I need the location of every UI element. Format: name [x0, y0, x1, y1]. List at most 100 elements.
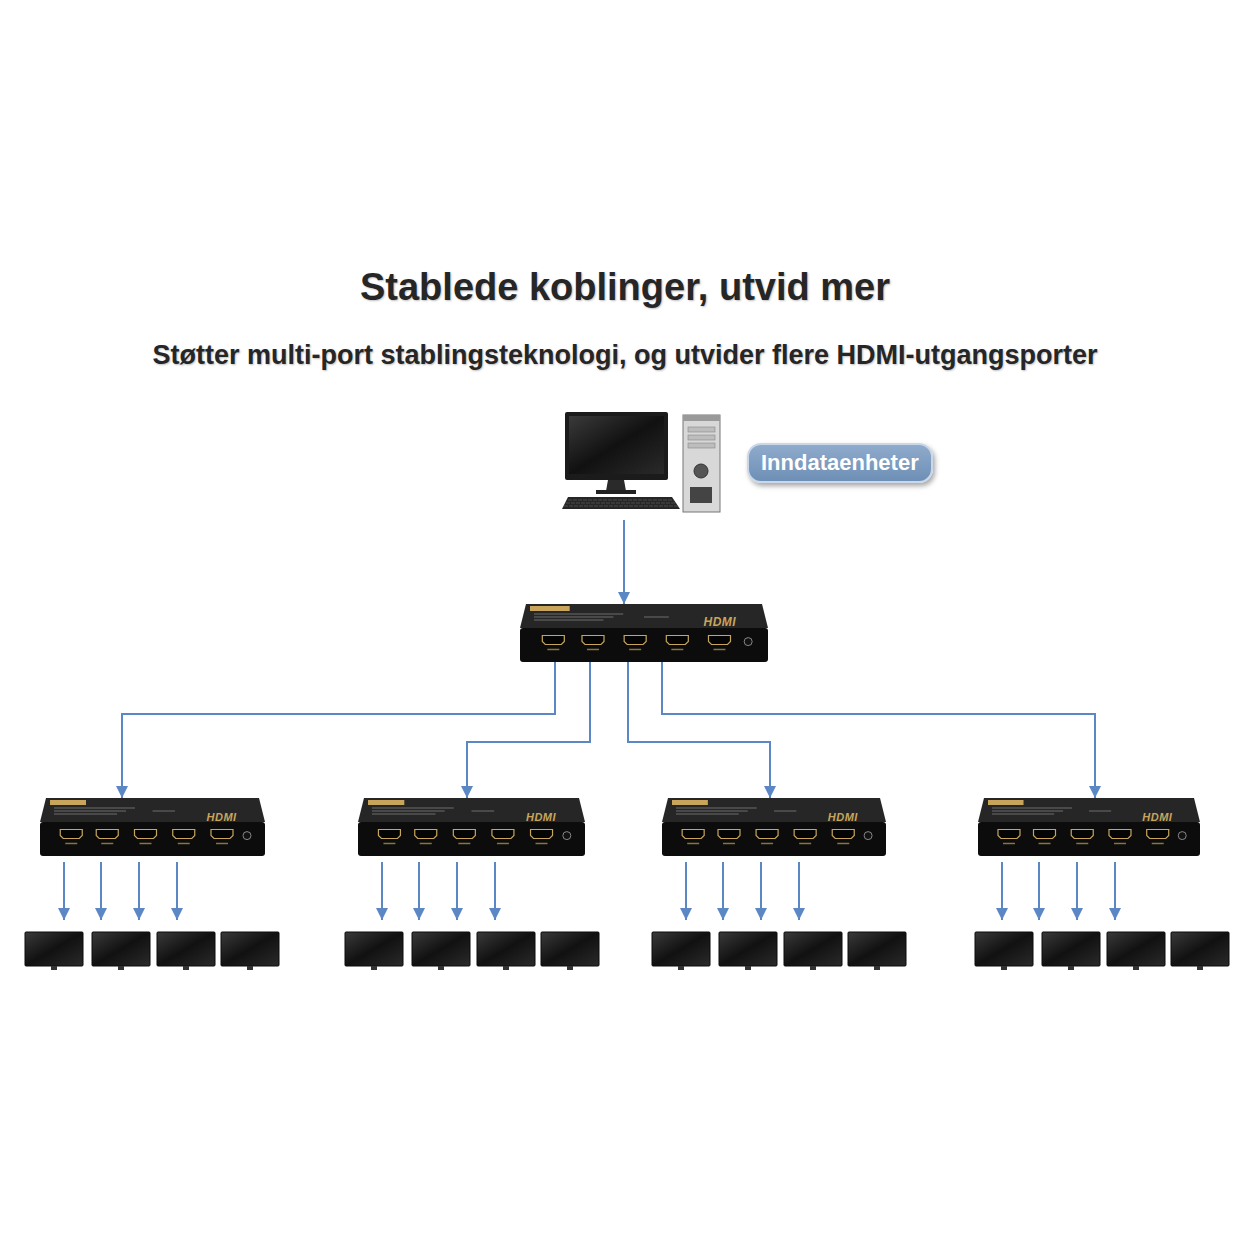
switch-top — [978, 798, 1200, 822]
key-row — [564, 506, 678, 507]
output-arrow — [722, 862, 724, 920]
drive-bay — [688, 427, 715, 432]
print-line — [1089, 811, 1111, 812]
hdmi-port — [1071, 829, 1093, 838]
display-monitor — [412, 932, 470, 966]
display-monitor — [157, 932, 215, 966]
hdmi-port — [211, 829, 233, 838]
tower-top — [683, 415, 720, 421]
connector-arrow — [122, 662, 555, 798]
print-line — [676, 814, 739, 815]
print-line — [774, 811, 796, 812]
subtitle: Støtter multi-port stablingsteknologi, o… — [0, 340, 1250, 371]
monitor-base — [596, 490, 636, 494]
port-mark — [216, 843, 228, 845]
hdmi-logo: HDMI — [207, 812, 237, 823]
display-monitor — [719, 932, 777, 966]
switch-top — [358, 798, 585, 822]
hdmi-switch: HDMI — [358, 798, 585, 856]
output-arrow — [798, 862, 800, 920]
dc-jack — [563, 832, 571, 840]
dc-jack — [1178, 832, 1186, 840]
display-monitor — [92, 932, 150, 966]
monitor-stand — [1133, 966, 1139, 970]
port-mark — [671, 649, 683, 651]
monitor-stand — [1197, 966, 1203, 970]
switch-top — [662, 798, 886, 822]
monitor-stand — [1068, 966, 1074, 970]
port-mark — [1114, 843, 1126, 845]
switch-front — [358, 822, 585, 856]
dc-jack — [243, 832, 251, 840]
hdmi-port — [1109, 829, 1131, 838]
print-line — [372, 811, 445, 812]
hdmi-port — [708, 635, 730, 644]
hdmi-switch: HDMI — [40, 798, 265, 856]
print-line — [676, 808, 757, 809]
port-mark — [629, 649, 641, 651]
output-arrow — [685, 862, 687, 920]
port-mark — [65, 843, 77, 845]
print-line — [534, 617, 613, 618]
monitor-stand — [183, 966, 189, 970]
port-mark — [420, 843, 432, 845]
port-mark — [761, 843, 773, 845]
switch-body — [40, 798, 265, 856]
device-label: Inndataenheter — [747, 443, 933, 483]
output-arrow — [1076, 862, 1078, 920]
display-monitor — [1042, 932, 1100, 966]
port-mark — [1152, 843, 1164, 845]
monitor-stand — [678, 966, 684, 970]
switch-body — [978, 798, 1200, 856]
hdmi-port — [96, 829, 118, 838]
brand-plate — [988, 800, 1024, 805]
print-line — [54, 808, 135, 809]
display-monitor — [541, 932, 599, 966]
port-mark — [723, 843, 735, 845]
switch-top — [520, 604, 768, 628]
output-arrow — [381, 862, 383, 920]
hdmi-port — [666, 635, 688, 644]
port-mark — [1076, 843, 1088, 845]
monitor-stand — [567, 966, 573, 970]
print-line — [644, 617, 669, 618]
hdmi-logo: HDMI — [704, 616, 737, 628]
port-mark — [458, 843, 470, 845]
switch-body — [662, 798, 886, 856]
hdmi-port — [582, 635, 604, 644]
title: Stablede koblinger, utvid mer — [0, 266, 1250, 309]
hdmi-port — [453, 829, 475, 838]
switch-top — [40, 798, 265, 822]
monitor-stand — [503, 966, 509, 970]
monitor-stand — [810, 966, 816, 970]
port-mark — [837, 843, 849, 845]
print-line — [153, 811, 176, 812]
connector-arrow — [628, 662, 770, 798]
brand-plate — [672, 800, 708, 805]
hdmi-port — [998, 829, 1020, 838]
port-mark — [1039, 843, 1051, 845]
display-monitor — [1171, 932, 1229, 966]
hdmi-logo: HDMI — [526, 812, 556, 823]
port-mark — [587, 649, 599, 651]
connector-arrow — [623, 520, 625, 604]
port-mark — [101, 843, 113, 845]
print-line — [54, 814, 117, 815]
port-mark — [799, 843, 811, 845]
switch-front — [520, 628, 768, 662]
print-line — [54, 811, 126, 812]
output-arrow — [100, 862, 102, 920]
switch-front — [978, 822, 1200, 856]
hdmi-logo: HDMI — [828, 812, 858, 823]
output-arrow — [176, 862, 178, 920]
monitor-screen — [569, 416, 664, 474]
dc-jack — [864, 832, 872, 840]
display-monitor — [25, 932, 83, 966]
monitor-stand — [438, 966, 444, 970]
display-monitor — [1107, 932, 1165, 966]
port-mark — [713, 649, 725, 651]
hdmi-logo: HDMI — [1142, 812, 1172, 823]
key-row — [566, 503, 676, 504]
connector-arrow — [662, 662, 1095, 798]
